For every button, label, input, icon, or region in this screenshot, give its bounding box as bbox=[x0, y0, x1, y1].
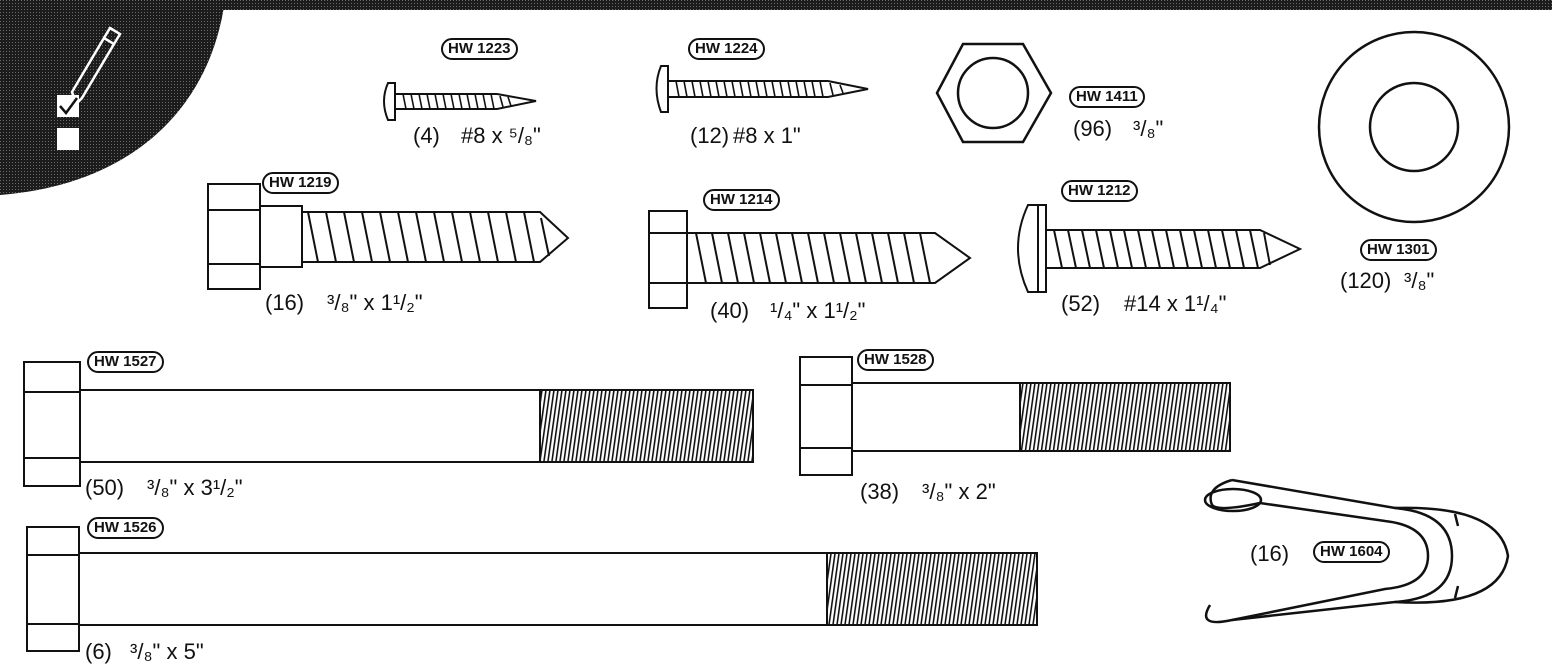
nut-hw1411 bbox=[935, 42, 1053, 144]
part-code-hw1214: HW 1214 bbox=[703, 189, 780, 211]
screw-hw1212 bbox=[1017, 204, 1303, 293]
screw-hw1224 bbox=[655, 65, 869, 113]
qty-hw1526: (6) bbox=[85, 639, 112, 664]
washer-hw1301 bbox=[1317, 30, 1511, 224]
qty-hw1411: (96) bbox=[1073, 116, 1113, 141]
size-hw1301: ³/₈" bbox=[1404, 268, 1435, 293]
size-hw1527: ³/₈" x 3¹/₂" bbox=[147, 475, 243, 500]
bolt-hw1527 bbox=[23, 361, 754, 487]
qty-hw1219: (16) bbox=[265, 290, 305, 315]
lag-screw-hw1214 bbox=[648, 210, 972, 309]
size-hw1223: #8 x ⁵/₈" bbox=[461, 123, 541, 148]
size-hw1219: ³/₈" x 1¹/₂" bbox=[327, 290, 423, 315]
part-code-hw1604: HW 1604 bbox=[1313, 541, 1390, 563]
part-code-hw1224: HW 1224 bbox=[688, 38, 765, 60]
part-code-hw1411: HW 1411 bbox=[1069, 86, 1145, 108]
part-code-hw1212: HW 1212 bbox=[1061, 180, 1138, 202]
empty-box-icon bbox=[57, 128, 79, 150]
screw-hw1223 bbox=[383, 82, 537, 121]
bolt-hw1528 bbox=[799, 356, 1231, 476]
part-code-hw1526: HW 1526 bbox=[87, 517, 164, 539]
part-code-hw1219: HW 1219 bbox=[262, 172, 339, 194]
size-hw1212: #14 x 1¹/₄" bbox=[1124, 291, 1227, 316]
clip-hw1604 bbox=[1203, 478, 1510, 624]
bolt-hw1526 bbox=[26, 526, 1038, 652]
size-hw1214: ¹/₄" x 1¹/₂" bbox=[770, 298, 866, 323]
lag-screw-hw1219 bbox=[207, 183, 570, 290]
size-hw1528: ³/₈" x 2" bbox=[922, 479, 996, 504]
part-code-hw1527: HW 1527 bbox=[87, 351, 164, 373]
size-hw1411: ³/₈" bbox=[1133, 116, 1164, 141]
qty-hw1527: (50) bbox=[85, 475, 125, 500]
qty-hw1224: (12) bbox=[690, 123, 730, 148]
qty-hw1301: (120) bbox=[1340, 268, 1392, 293]
qty-hw1604: (16) bbox=[1250, 541, 1290, 566]
qty-hw1223: (4) bbox=[413, 123, 440, 148]
qty-hw1528: (38) bbox=[860, 479, 900, 504]
part-code-hw1528: HW 1528 bbox=[857, 349, 934, 371]
top-banner bbox=[0, 0, 1552, 10]
part-code-hw1301: HW 1301 bbox=[1360, 239, 1437, 261]
size-hw1224: #8 x 1" bbox=[733, 123, 801, 148]
size-hw1526: ³/₈" x 5" bbox=[130, 639, 204, 664]
part-code-hw1223: HW 1223 bbox=[441, 38, 518, 60]
qty-hw1214: (40) bbox=[710, 298, 750, 323]
checked-box-icon bbox=[57, 95, 79, 117]
qty-hw1212: (52) bbox=[1061, 291, 1101, 316]
header-corner bbox=[0, 0, 225, 195]
